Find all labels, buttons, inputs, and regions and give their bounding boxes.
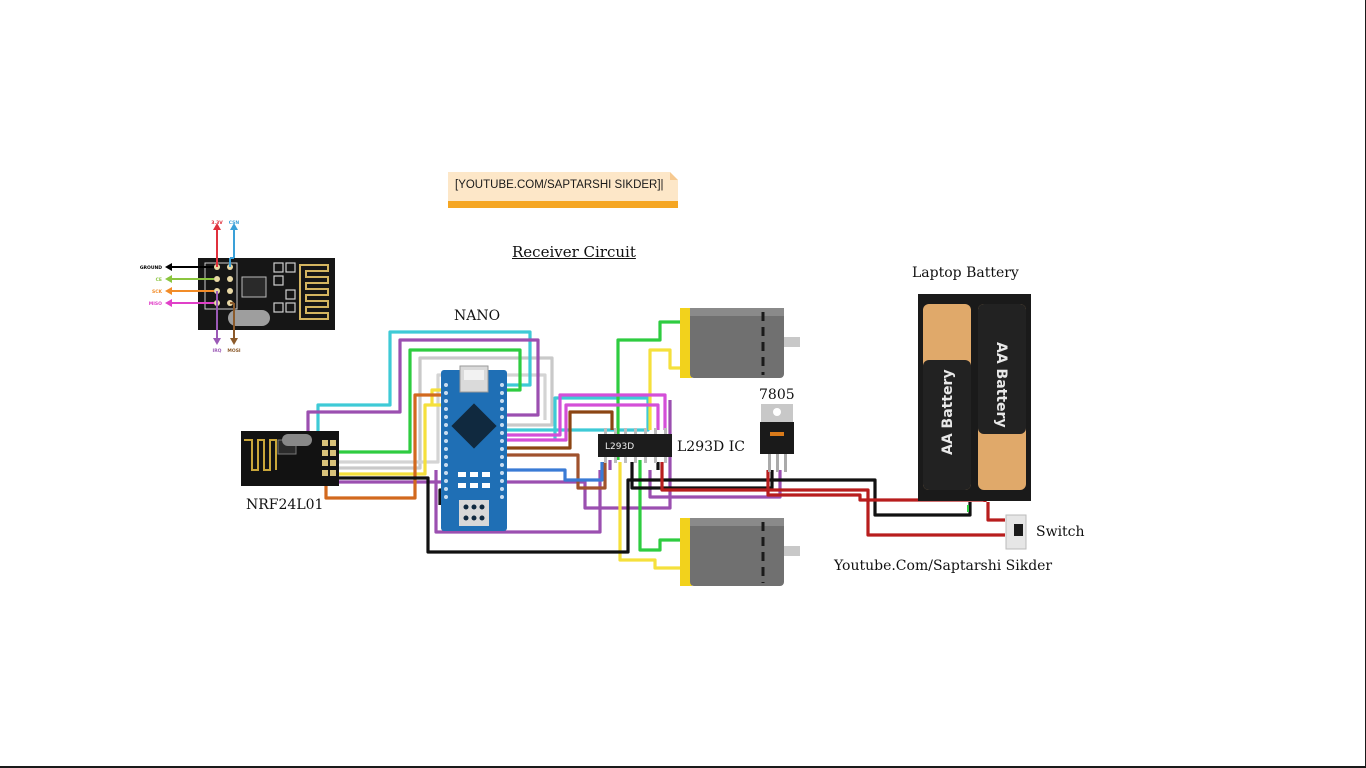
arduino-nano	[441, 365, 507, 531]
wire-cyan-2	[505, 396, 650, 440]
pin-label-3v3: 3.3V	[211, 220, 223, 226]
pinout-header-frame	[204, 262, 238, 310]
switch-label: Switch	[1036, 524, 1085, 540]
nano-pins-right	[500, 383, 504, 499]
nano-board	[441, 370, 507, 531]
battery-pack-label: Laptop Battery	[912, 265, 1019, 281]
pinout-pins	[214, 264, 233, 306]
wire-blue	[505, 462, 604, 482]
l293d-marking: L293D	[605, 442, 634, 452]
wire-white-1	[330, 356, 554, 470]
motor-top-shaft	[784, 337, 800, 347]
note-fold	[670, 172, 678, 180]
l293d-body	[598, 434, 672, 457]
nrf-header-pins	[322, 440, 336, 476]
wire-purple-3	[434, 470, 602, 534]
pinout-crystal	[228, 310, 270, 326]
regulator-body	[760, 422, 794, 454]
pin-label-csn: CSN	[229, 220, 240, 226]
wire-green-3	[638, 460, 686, 552]
battery-cell-left-text: AA Battery	[940, 369, 956, 455]
pinout-chip	[241, 276, 267, 298]
wire-white-2	[330, 373, 547, 464]
wire-black-1	[330, 476, 972, 554]
nano-icsp-header	[459, 500, 489, 526]
regulator-7805	[760, 404, 794, 472]
motor-bottom-shaft	[784, 546, 800, 556]
wire-magenta	[505, 393, 667, 437]
pin-label-miso: MISO	[149, 301, 162, 307]
frame-bottom-edge	[0, 766, 1366, 768]
switch-slider	[1014, 524, 1023, 536]
l293d-label: L293D IC	[677, 439, 745, 455]
wire-brown-2	[505, 453, 607, 490]
dc-motor-top	[680, 308, 800, 378]
motor-top-can	[690, 308, 784, 378]
pin-label-irq: IRQ	[213, 348, 222, 354]
note-text: [YOUTUBE.COM/SAPTARSHI SIKDER]|	[455, 179, 664, 191]
wire-red-1	[660, 462, 1005, 537]
nrf-crystal	[282, 434, 312, 446]
pin-label-mosi: MOSI	[227, 348, 241, 354]
battery-cell-right-text: AA Battery	[993, 342, 1009, 428]
sticky-note: [YOUTUBE.COM/SAPTARSHI SIKDER]|	[448, 172, 678, 208]
wire-green-2	[616, 320, 686, 460]
pin-label-ground: GROUND	[140, 265, 162, 271]
wire-green-1	[330, 348, 522, 454]
pinout-antenna	[299, 264, 329, 320]
nrf-label: NRF24L01	[246, 497, 324, 513]
pin-label-sck: SCK	[152, 289, 163, 295]
battery-holder: AA Battery AA Battery	[918, 294, 1031, 501]
note-bar	[448, 201, 678, 208]
diagram-title: Receiver Circuit	[512, 243, 636, 261]
pin-label-ce: CE	[156, 277, 162, 283]
slide-switch	[1005, 514, 1027, 550]
wire-brown-1	[505, 410, 614, 450]
nano-label: NANO	[454, 308, 501, 324]
l293d-ic: L293D	[598, 428, 672, 463]
motor-top-cap	[680, 308, 692, 378]
regulator-label: 7805	[759, 387, 795, 403]
motor-bottom-cap	[680, 518, 692, 586]
nrf-pinout-diagram: 3.3V CSN GROUND CE SCK MISO IRQ MOSI	[140, 220, 335, 354]
credit-label: Youtube.Com/Saptarshi Sikder	[834, 558, 1053, 574]
wire-yellow-3	[618, 462, 686, 570]
dc-motor-bottom	[680, 518, 800, 586]
wire-purple-4	[648, 470, 782, 499]
nano-pins-left	[444, 383, 448, 499]
wire-black-2	[630, 462, 774, 490]
wire-purple-1	[306, 338, 540, 470]
wire-yellow-1	[330, 403, 442, 476]
nrf-antenna	[244, 439, 277, 471]
wire-yellow-2	[648, 348, 686, 430]
nrf24l01-module	[241, 431, 339, 486]
wire-cyan	[316, 330, 532, 458]
motor-bottom-can	[690, 518, 784, 586]
wire-orange	[324, 393, 442, 500]
